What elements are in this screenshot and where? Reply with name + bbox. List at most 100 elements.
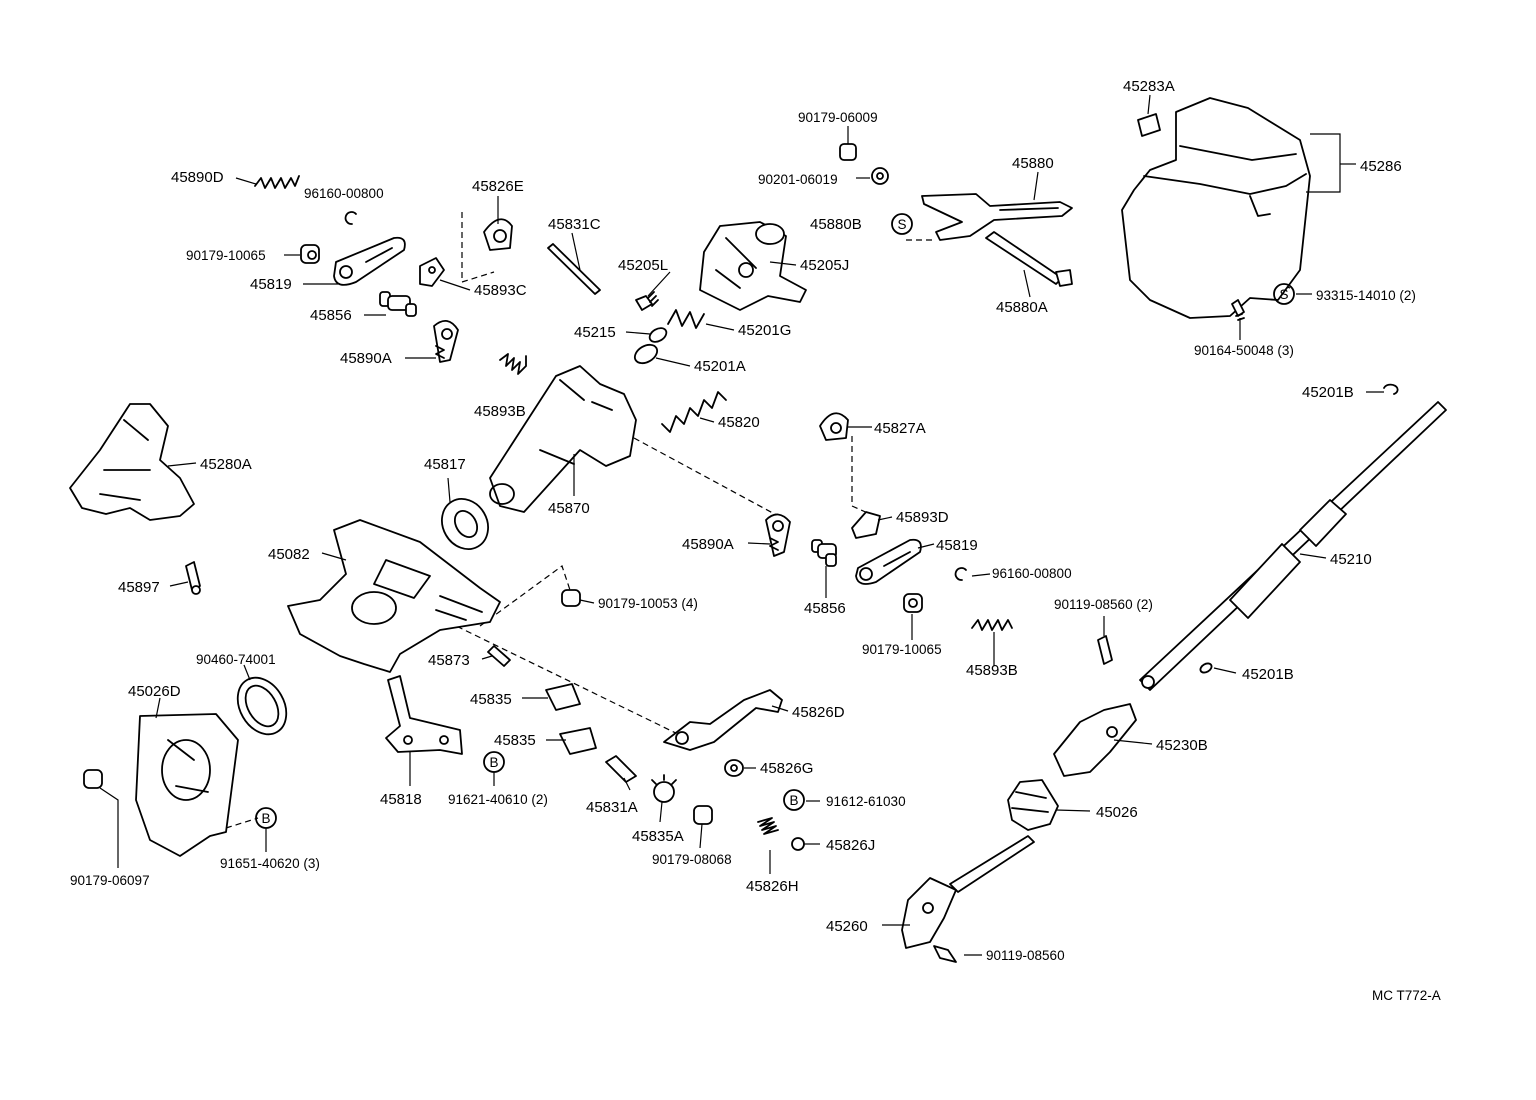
- label-91651-40620: 91651-40620 (3): [220, 856, 320, 871]
- marker-b-91651-letter: B: [261, 811, 270, 826]
- label-90179-10065-upper: 90179-10065: [186, 248, 266, 263]
- label-45893B-upper: 45893B: [474, 403, 526, 420]
- label-45230B: 45230B: [1156, 737, 1208, 754]
- label-45819-upper: 45819: [250, 276, 292, 293]
- housing-45205J: [699, 221, 807, 311]
- label-45835A: 45835A: [632, 828, 684, 845]
- bolt-90119-08560-2: [1097, 635, 1113, 665]
- label-45826G: 45826G: [760, 760, 813, 777]
- label-45826E: 45826E: [472, 178, 524, 195]
- spring-45826H: [757, 817, 779, 835]
- pin-45831A: [605, 755, 637, 783]
- label-45870: 45870: [548, 500, 590, 517]
- label-45835-upper: 45835: [470, 691, 512, 708]
- label-45817: 45817: [424, 456, 466, 473]
- label-96160-00800-lower: 96160-00800: [992, 566, 1072, 581]
- label-45286: 45286: [1360, 158, 1402, 175]
- marker-b-91612: B: [783, 789, 805, 811]
- label-45873: 45873: [428, 652, 470, 669]
- clip-96160-00800: [344, 211, 357, 225]
- boot-45026D: [135, 713, 239, 857]
- lever-45880: [921, 193, 1073, 241]
- label-45026D: 45026D: [128, 683, 181, 700]
- label-45201B-upper: 45201B: [1302, 384, 1354, 401]
- nut-90179-10065-lower: [903, 593, 923, 613]
- block-45835-lower: [559, 727, 597, 755]
- label-90201-06019: 90201-06019: [758, 172, 838, 187]
- marker-b-91612-letter: B: [789, 793, 798, 808]
- lever-45893D: [851, 511, 881, 539]
- label-45215: 45215: [574, 324, 616, 341]
- label-45210: 45210: [1330, 551, 1372, 568]
- lever-45819-upper: [333, 236, 406, 286]
- nut-90179-10065: [300, 244, 320, 264]
- label-45820: 45820: [718, 414, 760, 431]
- shaft-45210: [1139, 401, 1447, 691]
- label-45893D: 45893D: [896, 509, 949, 526]
- lever-45890A-lower: [765, 513, 791, 557]
- label-90179-06097: 90179-06097: [70, 873, 150, 888]
- dashed-connectors: [225, 212, 1291, 829]
- label-45082: 45082: [268, 546, 310, 563]
- column-tube-45870: [489, 365, 637, 513]
- marker-b-91621-letter: B: [489, 755, 498, 770]
- label-45880: 45880: [1012, 155, 1054, 172]
- snap-45201B-lower: [1199, 662, 1213, 674]
- label-45890D: 45890D: [171, 169, 224, 186]
- spring-45890D: [254, 175, 300, 189]
- label-45819-lower: 45819: [936, 537, 978, 554]
- label-90164-50048: 90164-50048 (3): [1194, 343, 1294, 358]
- block-45835-upper: [545, 683, 581, 711]
- snap-45201B-upper: [1383, 383, 1399, 395]
- pin-45856-lower: [811, 539, 837, 567]
- ring-45826J: [791, 837, 805, 851]
- label-45283A: 45283A: [1123, 78, 1175, 95]
- rod-45831C: [547, 243, 601, 295]
- label-45856-lower: 45856: [804, 600, 846, 617]
- label-45260: 45260: [826, 918, 868, 935]
- leader-lines: [99, 94, 1384, 956]
- sleeve-45201A: [633, 343, 659, 365]
- bolt-45897: [185, 561, 201, 595]
- bolt-45873: [487, 645, 511, 667]
- boot-45026: [1007, 779, 1059, 831]
- bolt-90119-08560: [933, 945, 957, 963]
- label-45205L: 45205L: [618, 257, 668, 274]
- nut-90179-06009: [839, 143, 857, 161]
- marker-s-93315-letter: S: [1279, 287, 1288, 302]
- label-93315-14010: 93315-14010 (2): [1316, 288, 1416, 303]
- diagram-code: MC T772-A: [1372, 988, 1441, 1003]
- joint-45230B: [1053, 703, 1137, 777]
- screw-90164-50048: [1231, 299, 1245, 321]
- label-45856-upper: 45856: [310, 307, 352, 324]
- label-45826D: 45826D: [792, 704, 845, 721]
- label-45826H: 45826H: [746, 878, 799, 895]
- label-45280A: 45280A: [200, 456, 252, 473]
- lever-45890A-upper: [433, 320, 459, 363]
- marker-s-45880B-letter: S: [897, 217, 906, 232]
- marker-b-91651: B: [255, 807, 277, 829]
- label-45893B-lower: 45893B: [966, 662, 1018, 679]
- bolt-45205L: [635, 291, 659, 311]
- label-90179-10053: 90179-10053 (4): [598, 596, 698, 611]
- ring-45215: [648, 327, 668, 343]
- label-45831A: 45831A: [586, 799, 638, 816]
- marker-s-45880B: S: [891, 213, 913, 235]
- marker-s-93315: S: [1273, 283, 1295, 305]
- part-labels: 45890D 96160-00800 90179-10065 45819 458…: [70, 78, 1441, 1003]
- marker-b-91621: B: [483, 751, 505, 773]
- plate-45826E: [483, 218, 513, 251]
- label-90179-08068: 90179-08068: [652, 852, 732, 867]
- label-96160-00800-upper: 96160-00800: [304, 186, 384, 201]
- gear-45835A: [651, 774, 677, 803]
- label-45201B-lower: 45201B: [1242, 666, 1294, 683]
- pin-45856-upper: [379, 291, 417, 317]
- label-45827A: 45827A: [874, 420, 926, 437]
- spring-45893B-lower: [971, 619, 1013, 631]
- nut-90179-08068: [693, 805, 713, 825]
- label-90179-06009: 90179-06009: [798, 110, 878, 125]
- clamp-90460-74001: [236, 676, 288, 736]
- label-45880B: 45880B: [810, 216, 862, 233]
- label-45880A: 45880A: [996, 299, 1048, 316]
